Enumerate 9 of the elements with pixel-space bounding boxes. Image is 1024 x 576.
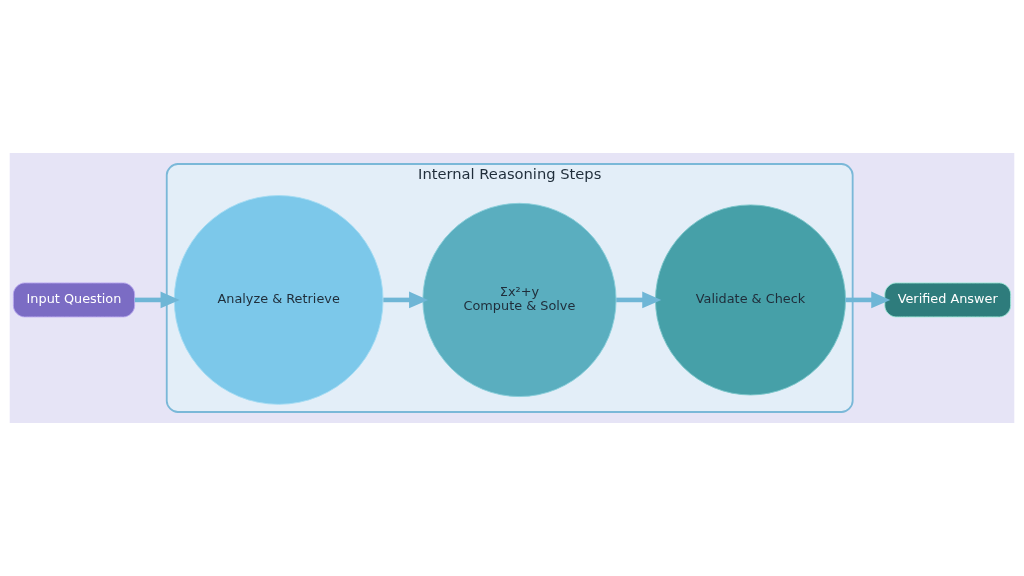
arrow: [134, 291, 180, 309]
node-box: Input Question: [12, 282, 136, 318]
arrow: [383, 291, 429, 309]
node-circle: Analyze & Retrieve: [173, 195, 384, 405]
node-circle: Validate & Check: [655, 204, 846, 396]
arrow: [616, 291, 662, 309]
node-box: Verified Answer: [884, 282, 1012, 318]
arrow: [845, 291, 891, 309]
node-circle: Σx²+y Compute & Solve: [422, 202, 617, 398]
